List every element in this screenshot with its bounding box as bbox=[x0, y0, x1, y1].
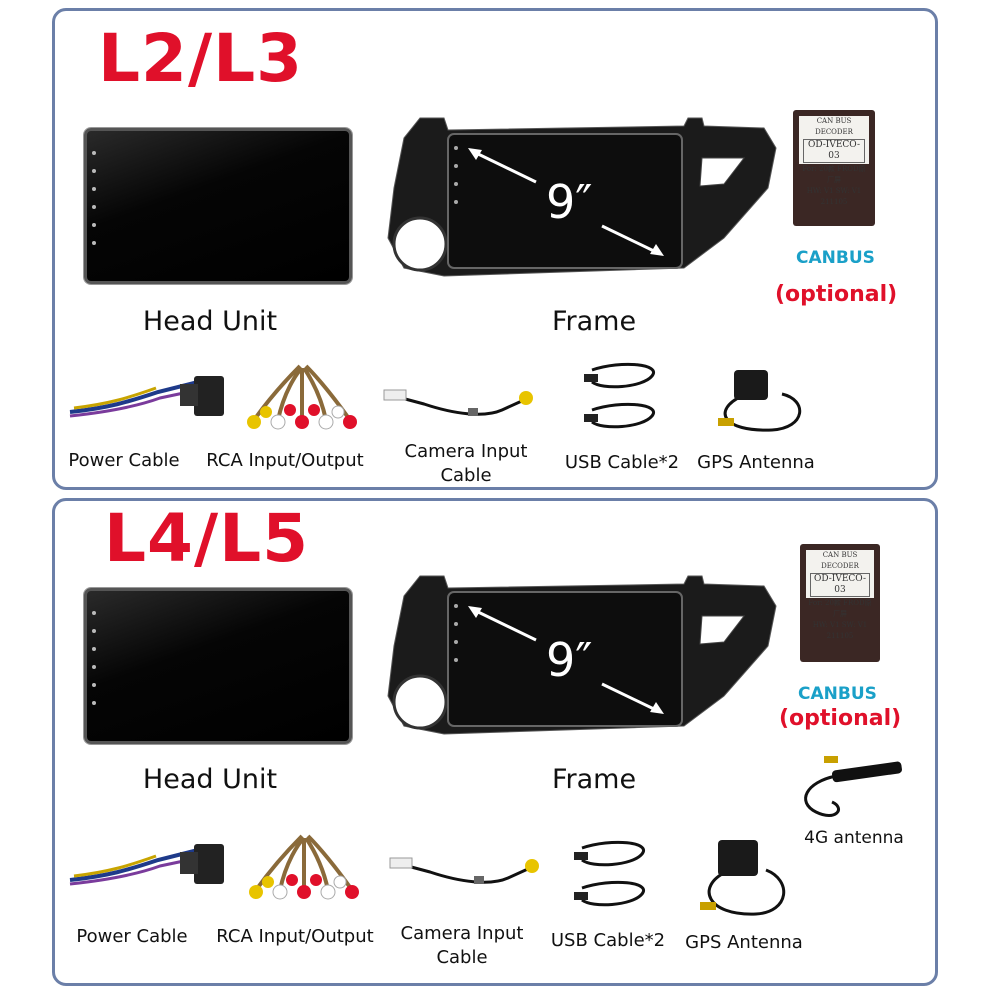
power-cable-label: Power Cable bbox=[76, 926, 188, 947]
decoder-line1: For: 20款 FROD原厂屏 bbox=[808, 599, 872, 618]
decoder-model: OD-IVECO-03 bbox=[810, 573, 870, 597]
frame-image: 9″ bbox=[387, 117, 777, 277]
optional-label: (optional) bbox=[779, 706, 902, 731]
optional-label: (optional) bbox=[775, 282, 898, 307]
camera-cable-image bbox=[383, 389, 533, 416]
rca-label: RCA Input/Output bbox=[216, 926, 374, 947]
frame-label: Frame bbox=[551, 306, 637, 337]
head-unit-image bbox=[84, 588, 352, 744]
section-title: L4/L5 bbox=[104, 500, 310, 577]
decoder-line2: HW: V1 SW: V1 211105 bbox=[812, 621, 868, 640]
gps-antenna-image bbox=[718, 370, 802, 432]
decoder-title: CAN BUS DECODER bbox=[815, 117, 853, 136]
canbus-label: CANBUS bbox=[796, 248, 875, 268]
frame-label: Frame bbox=[551, 764, 637, 795]
head-unit-label: Head Unit bbox=[142, 764, 278, 795]
gps-antenna-label: GPS Antenna bbox=[685, 932, 803, 953]
decoder-line1: For: 20款 FROD原厂屏 bbox=[802, 165, 866, 184]
usb-cable-image bbox=[574, 840, 646, 907]
rca-cable-image bbox=[247, 364, 357, 430]
rca-cable-image bbox=[249, 834, 359, 900]
gps-antenna-label: GPS Antenna bbox=[697, 452, 815, 473]
head-unit-image bbox=[84, 128, 352, 284]
gps-antenna-image bbox=[700, 840, 786, 916]
power-cable-label: Power Cable bbox=[68, 450, 180, 471]
decoder-model: OD-IVECO-03 bbox=[803, 139, 865, 163]
rca-label: RCA Input/Output bbox=[206, 450, 364, 471]
4g-antenna-label: 4G antenna bbox=[804, 828, 904, 848]
camera-cable-image bbox=[389, 857, 539, 884]
head-unit-label: Head Unit bbox=[142, 306, 278, 337]
decoder-title: CAN BUS DECODER bbox=[821, 551, 859, 570]
screen-size-label: 9″ bbox=[546, 175, 592, 229]
screen-size-label: 9″ bbox=[546, 633, 592, 687]
power-cable-image bbox=[69, 376, 224, 418]
usb-cable-image bbox=[584, 362, 656, 429]
4g-antenna-image bbox=[804, 756, 902, 817]
decoder-line2: HW: V1 SW: V1 211105 bbox=[806, 187, 862, 206]
canbus-label: CANBUS bbox=[798, 684, 877, 704]
usb-cable-label: USB Cable*2 bbox=[550, 930, 666, 951]
usb-cable-label: USB Cable*2 bbox=[564, 452, 680, 473]
frame-image: 9″ bbox=[387, 575, 777, 735]
power-cable-image bbox=[69, 844, 224, 886]
section-title: L2/L3 bbox=[98, 20, 304, 97]
